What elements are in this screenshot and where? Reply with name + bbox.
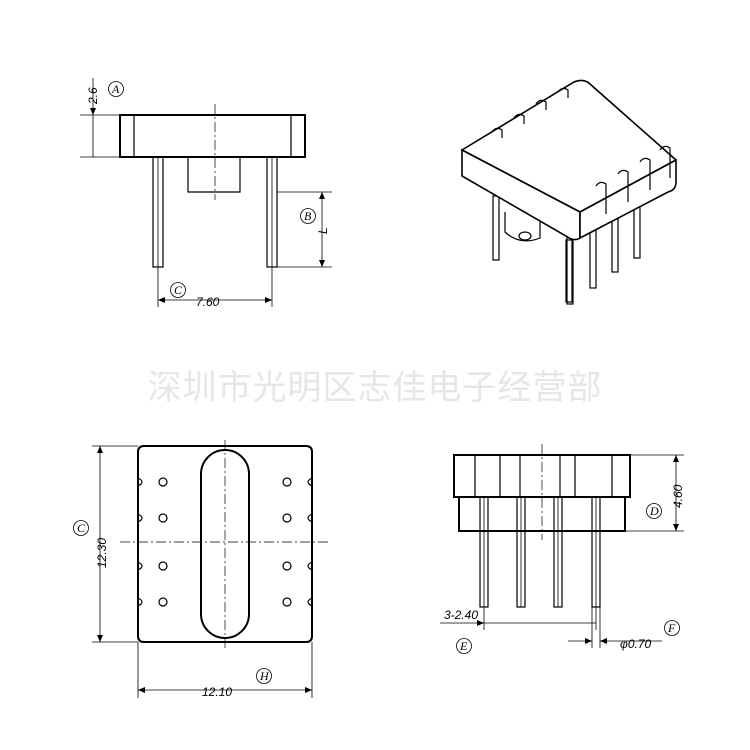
top-view-pin-holes (158, 477, 292, 607)
top-view-left-notches (137, 477, 143, 607)
iso-side-slots (595, 145, 671, 214)
dim-body-height: 12.30 (95, 538, 109, 568)
dim-pin-length: L (316, 227, 330, 234)
dim-pin-spacing: 7.60 (196, 295, 220, 309)
front-view-body (119, 114, 306, 158)
dim-body-width: 12.10 (202, 685, 232, 699)
callout-f-circle (664, 620, 680, 636)
callout-c: C (174, 283, 183, 297)
dim-side-height: 4.60 (671, 484, 685, 508)
front-view: 2.6 A L B 7.60 C (80, 78, 332, 309)
callout-b: B (304, 209, 312, 223)
callout-e-circle (456, 638, 472, 654)
callout-a: A (111, 82, 120, 96)
iso-body-top (460, 79, 678, 213)
callout-a-circle (108, 81, 124, 97)
callout-b-circle (300, 208, 316, 224)
callout-c2: C (77, 521, 86, 535)
callout-d-circle (646, 503, 662, 519)
iso-top-slots (491, 87, 569, 138)
callout-e: E (459, 639, 468, 653)
callout-h-circle (256, 668, 272, 684)
callout-f: F (667, 621, 676, 635)
top-view-body (137, 445, 313, 643)
callout-c-circle (170, 282, 186, 298)
callout-h: H (259, 669, 270, 683)
watermark-text: 深圳市光明区志佳电子经营部 (147, 368, 603, 408)
callout-c2-circle (73, 520, 89, 536)
dim-pin-diameter: φ0.70 (620, 637, 652, 651)
isometric-view (460, 79, 678, 305)
dim-top-height: 2.6 (86, 87, 100, 105)
dim-pin-pitch: 3-2.40 (444, 608, 478, 622)
top-view-right-notches (307, 477, 313, 607)
side-view: 4.60 D 3-2.40 E φ0.70 F (440, 444, 685, 654)
top-view: 12.30 C 12.10 H (73, 440, 330, 699)
side-view-pins (479, 496, 601, 608)
callout-d: D (649, 504, 659, 518)
iso-core (504, 212, 541, 242)
